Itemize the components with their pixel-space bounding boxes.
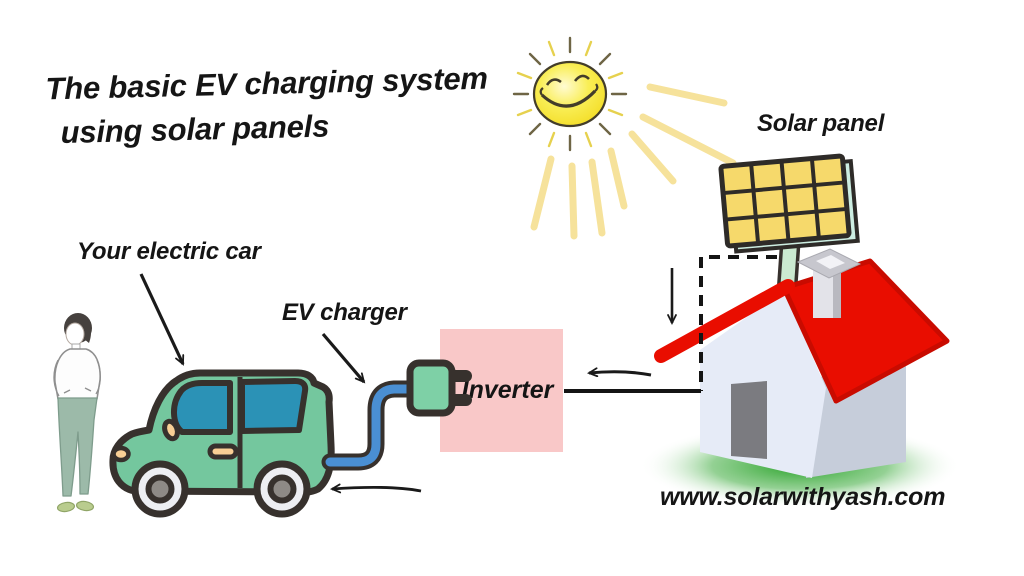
solar-panel-label: Solar panel bbox=[757, 110, 885, 137]
power-plug-icon bbox=[406, 359, 472, 417]
smiling-sun-icon bbox=[512, 36, 737, 240]
car-mirror bbox=[162, 418, 180, 442]
car-headlight bbox=[111, 445, 131, 463]
arrow-under-car bbox=[329, 483, 422, 494]
dashed-wire bbox=[699, 255, 777, 391]
inverter-label: Inverter bbox=[461, 376, 554, 404]
arrow-your-electric-car bbox=[139, 273, 185, 366]
car-rear-window bbox=[239, 378, 309, 434]
sun-rays bbox=[512, 36, 628, 152]
ev-charger-label: EV charger bbox=[282, 299, 407, 326]
car-windshield bbox=[171, 380, 233, 435]
left-arrow-to-inverter bbox=[586, 367, 652, 378]
page-title: The basic EV charging system using solar… bbox=[45, 57, 489, 156]
title-line-1: The basic EV charging system bbox=[45, 60, 489, 107]
your-electric-car-label: Your electric car bbox=[77, 238, 261, 265]
person-icon bbox=[53, 313, 101, 513]
arrow-ev-charger bbox=[321, 332, 366, 384]
panel-grid bbox=[722, 158, 848, 244]
house-chimney bbox=[796, 248, 862, 318]
charging-cable-icon bbox=[321, 380, 419, 471]
car-door-handle bbox=[207, 443, 239, 460]
car-wheels bbox=[131, 460, 311, 518]
sun-face bbox=[539, 74, 599, 108]
electric-car-icon bbox=[109, 369, 335, 518]
house-door bbox=[731, 381, 767, 459]
website-watermark: www.solarwithyash.com bbox=[660, 483, 946, 511]
sun-beams bbox=[530, 83, 737, 240]
inverter-box: Inverter bbox=[440, 329, 563, 452]
solar-panel-icon bbox=[718, 153, 860, 254]
house-roof-edge bbox=[654, 279, 795, 363]
house-icon bbox=[654, 248, 950, 478]
